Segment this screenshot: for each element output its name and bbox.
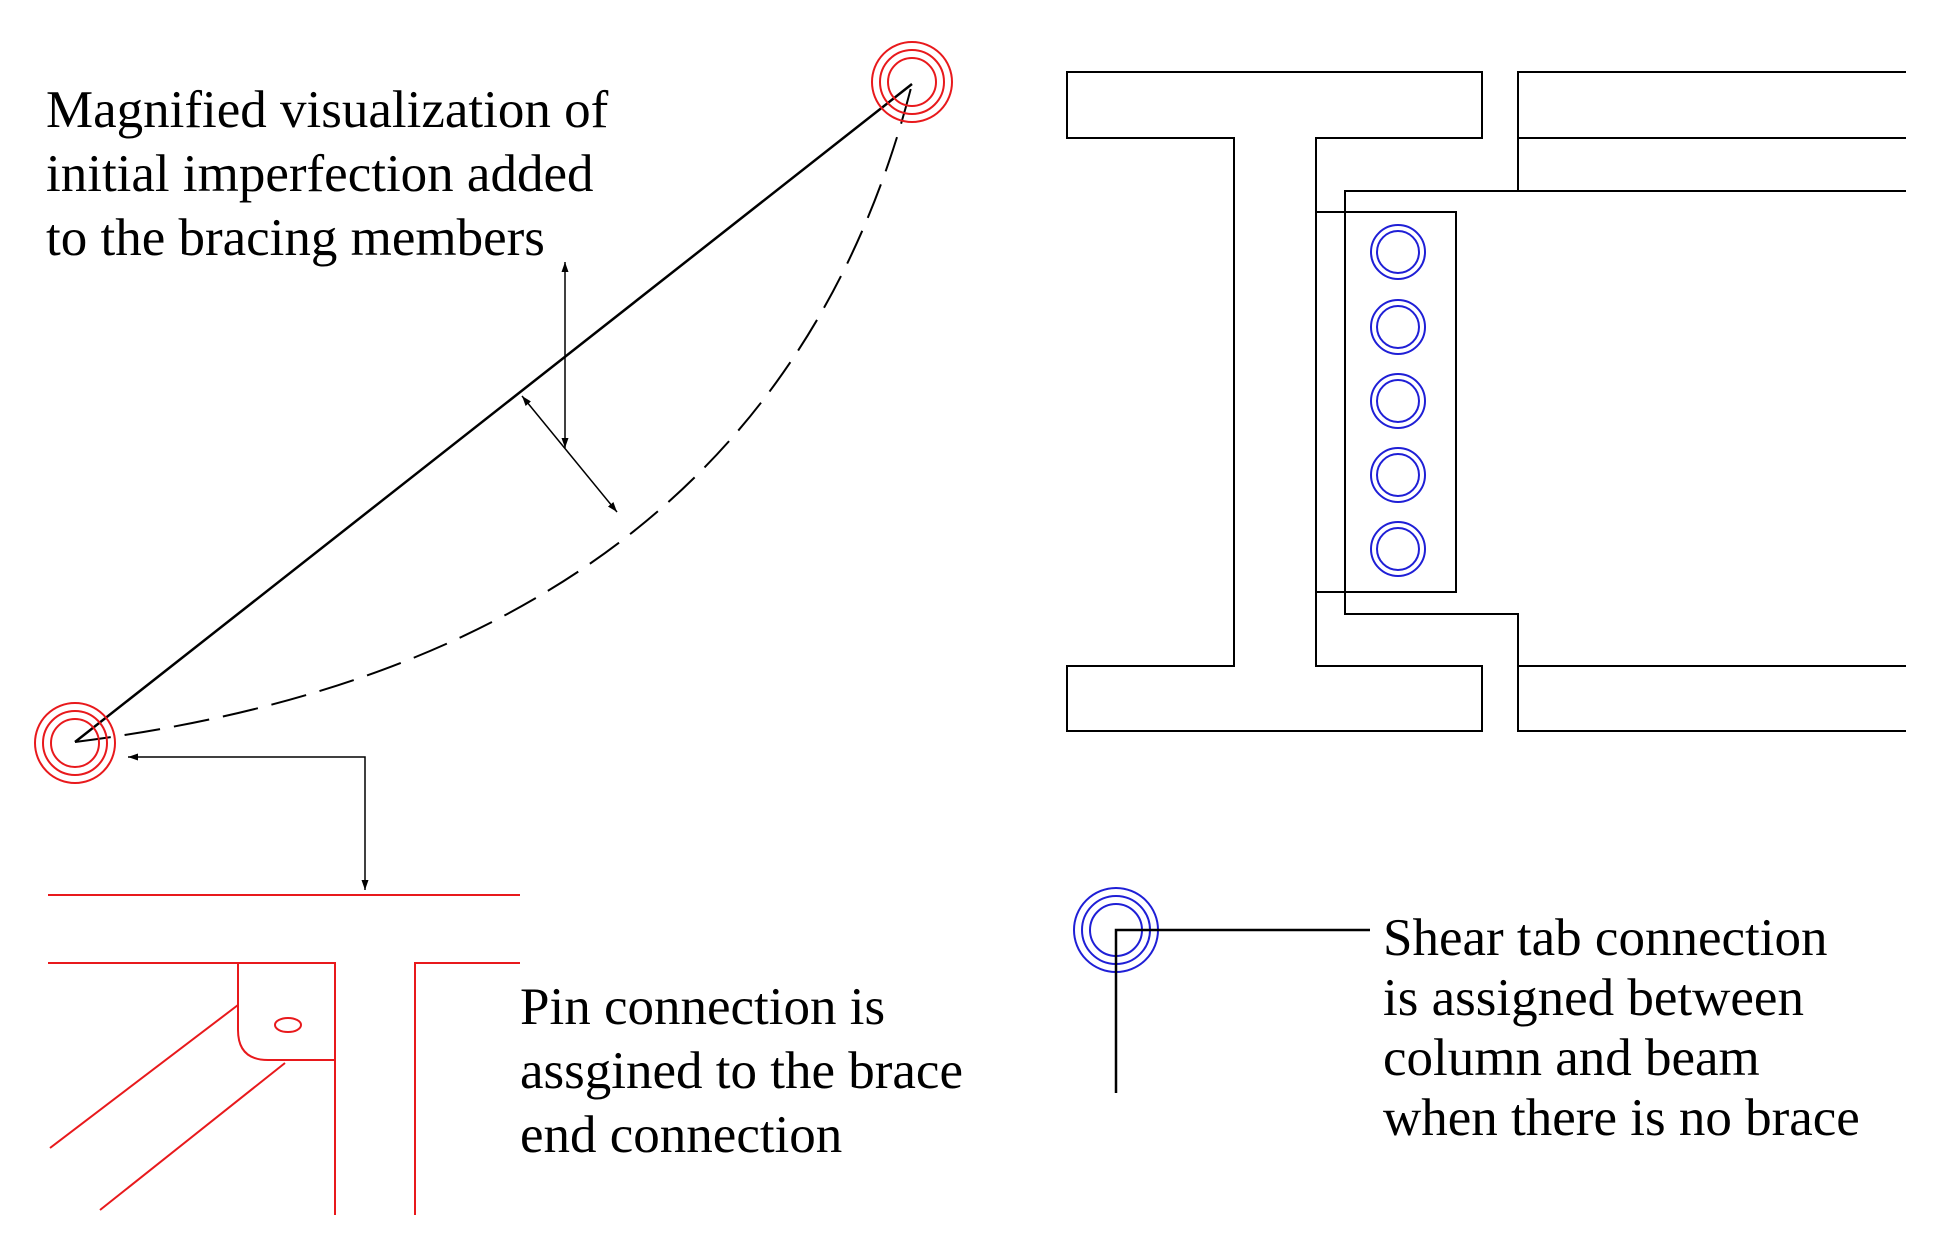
imperfection-dimension-arrow [521, 395, 618, 513]
pin-connection-label-line-2: assgined to the brace [520, 1042, 963, 1100]
pin-hole [274, 1017, 302, 1033]
shear-tab-leader [1114, 928, 1370, 1093]
pin-connection-label-line-3: end connection [520, 1106, 843, 1164]
bolt-group [1370, 224, 1426, 577]
imperfection-label: Magnified visualization of initial imper… [46, 78, 608, 270]
shear-tab-label-line-2: is assigned between [1383, 969, 1804, 1027]
bolt-icon [1370, 521, 1426, 577]
shear-tab-label: Shear tab connection is assigned between… [1383, 908, 1860, 1148]
brace-diagram [34, 41, 953, 890]
pin-bottom-icon [34, 702, 116, 784]
shear-tab-symbol [1073, 887, 1370, 1093]
shear-tab-label-line-1: Shear tab connection [1383, 909, 1828, 967]
imperfection-label-line-1: Magnified visualization of [46, 81, 609, 139]
pin-connection-label-line-1: Pin connection is [520, 978, 886, 1036]
shear-tab-label-line-4: when there is no brace [1383, 1089, 1860, 1147]
bolt-icon [1370, 224, 1426, 280]
beam-outline [1344, 71, 1906, 732]
straight-brace-line [74, 83, 913, 743]
bolt-icon [1370, 299, 1426, 355]
bolt-icon [1370, 373, 1426, 429]
shear-tab-plate [1315, 211, 1457, 593]
bolt-icon [1370, 447, 1426, 503]
imperfect-brace-curve [74, 83, 913, 743]
column-outline [1066, 71, 1483, 732]
column-beam-elevation [1066, 71, 1906, 732]
imperfection-label-line-3: to the bracing members [46, 209, 545, 267]
pin-connection-detail [48, 894, 520, 1215]
shear-tab-label-line-3: column and beam [1383, 1029, 1760, 1087]
pin-connection-label: Pin connection is assgined to the brace … [520, 975, 963, 1167]
pin-detail-leader [128, 753, 369, 890]
imperfection-label-line-2: initial imperfection added [46, 145, 594, 203]
pin-top-icon [871, 41, 953, 123]
